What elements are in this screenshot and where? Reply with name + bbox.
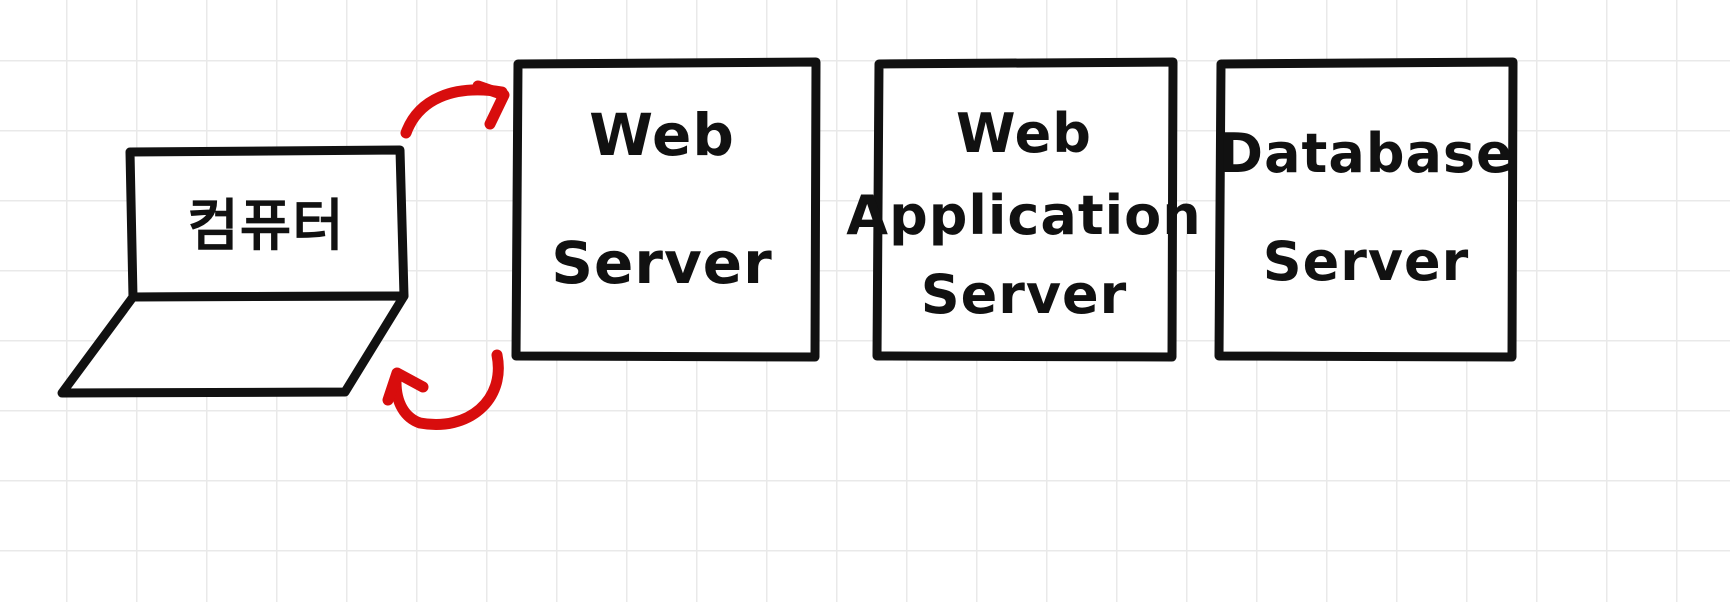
laptop-base bbox=[57, 291, 409, 398]
client-label: 컴퓨터 bbox=[187, 194, 345, 259]
request-arrow bbox=[400, 80, 510, 139]
web-application-server-label-line-3: Server bbox=[921, 263, 1128, 326]
node-web-application-server[interactable]: Web Application Server bbox=[846, 57, 1201, 362]
web-application-server-label-line-1: Web bbox=[956, 102, 1092, 165]
database-server-label-line-2: Server bbox=[1263, 230, 1470, 293]
web-application-server-box bbox=[872, 57, 1178, 362]
web-server-label-line-1: Web bbox=[589, 101, 735, 169]
database-server-box bbox=[1214, 57, 1518, 362]
node-client-laptop[interactable]: 컴퓨터 bbox=[57, 145, 409, 398]
web-server-label-line-2: Server bbox=[551, 229, 772, 297]
request-arrow-head bbox=[472, 80, 510, 130]
web-application-server-label-line-2: Application bbox=[846, 184, 1201, 247]
database-server-label-line-1: Database bbox=[1218, 122, 1513, 185]
node-database-server[interactable]: Database Server bbox=[1214, 57, 1518, 362]
response-arrow-head bbox=[382, 367, 429, 406]
web-server-box bbox=[511, 57, 821, 362]
node-web-server[interactable]: Web Server bbox=[511, 57, 821, 362]
response-arrow bbox=[382, 349, 504, 430]
response-arrow-shaft bbox=[390, 349, 504, 430]
